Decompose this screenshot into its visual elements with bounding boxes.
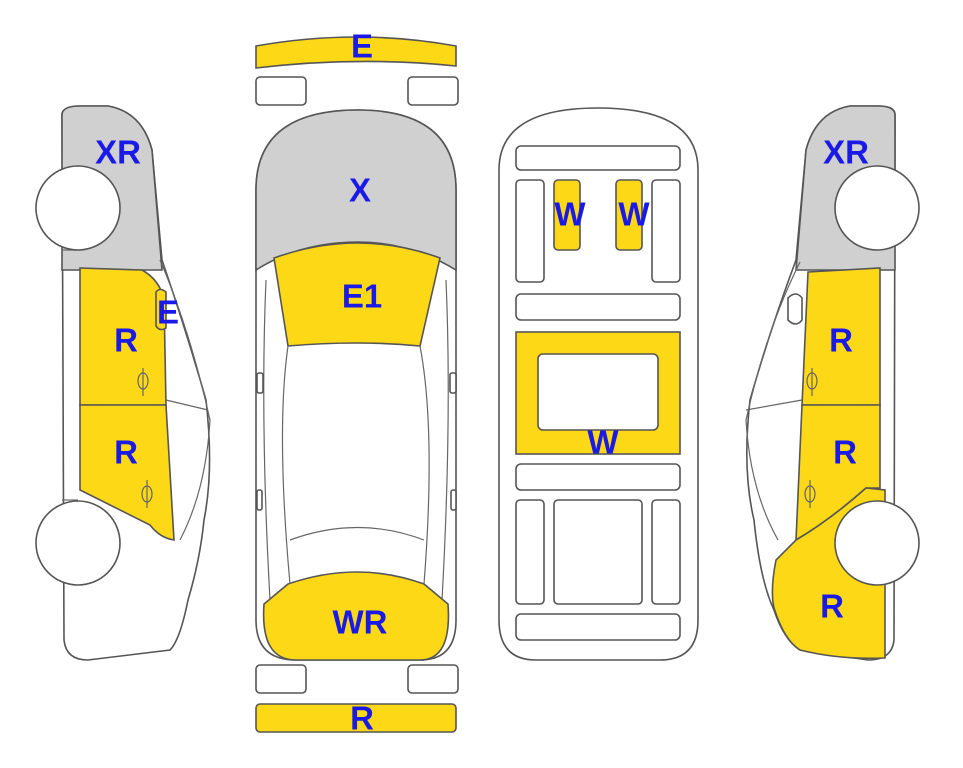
rear-right-pillar [651, 499, 681, 605]
left-window-line [165, 399, 209, 411]
sunroof-panel [537, 353, 659, 431]
right-window-line-2 [745, 261, 801, 541]
label-left-mirror: E [157, 294, 179, 331]
label-left-rear-door: R [114, 434, 138, 471]
front-seat-left [553, 179, 581, 251]
right-rear-handle-icon [804, 480, 816, 508]
top-right-door-line [419, 345, 430, 585]
top-right-pillar-line [441, 279, 449, 601]
top-left-door-line [281, 345, 291, 585]
front-cross-panel [515, 293, 681, 321]
label-right-front-door: R [829, 322, 853, 359]
rear-bumper-panel [255, 703, 457, 733]
right-window-line [745, 399, 803, 411]
right-side-view [745, 105, 920, 661]
label-roof-seat-right: W [618, 196, 650, 233]
left-front-handle-icon [137, 368, 149, 396]
label-windshield: E1 [342, 278, 382, 315]
left-front-door-panel [79, 267, 167, 406]
label-rear-bumper: R [350, 700, 374, 737]
label-right-quarter: R [820, 588, 844, 625]
right-front-wheel [834, 165, 920, 251]
right-mirror [787, 293, 803, 325]
label-left-fender: XR [95, 134, 141, 171]
left-rear-wheel [35, 500, 121, 586]
label-right-rear-door: R [833, 434, 857, 471]
left-taillight [255, 664, 307, 694]
label-roof-center: W [587, 424, 619, 461]
rear-window-panel [262, 571, 450, 661]
right-taillight [407, 664, 459, 694]
front-bumper-panel [255, 36, 457, 69]
label-rear-window: WR [333, 604, 388, 641]
left-side-view [35, 105, 211, 661]
left-front-wheel [35, 165, 121, 251]
top-left-mirror [256, 372, 264, 394]
label-right-fender: XR [823, 134, 869, 171]
damage-labels: E X E1 WR R W W W XR E R R XR R R R [95, 28, 869, 737]
rear-cross-panel [515, 463, 681, 491]
left-mirror-panel [155, 288, 167, 331]
label-hood: X [349, 172, 371, 209]
rear-seat-panel [553, 499, 643, 605]
left-window-line-2 [159, 259, 211, 541]
front-seat-right [615, 179, 643, 251]
interior-view [498, 107, 699, 661]
label-front-bumper: E [351, 28, 373, 65]
trunk-panel [515, 613, 681, 641]
right-rear-wheel [834, 500, 920, 586]
right-front-handle-icon [806, 368, 818, 396]
left-rear-door-panel [79, 404, 175, 541]
top-view [255, 36, 459, 733]
right-headlight [407, 76, 459, 106]
rear-left-pillar [515, 499, 545, 605]
left-headlight [255, 76, 307, 106]
top-right-mirror [449, 372, 457, 394]
label-roof-seat-left: W [554, 196, 586, 233]
top-left-handle [256, 489, 263, 511]
right-front-pillar [651, 179, 681, 283]
top-rear-glass-line [289, 526, 425, 541]
dash-panel [515, 145, 681, 171]
top-right-handle [450, 489, 457, 511]
windshield-panel [273, 242, 441, 347]
left-rear-handle-icon [141, 480, 153, 508]
label-left-front-door: R [114, 322, 138, 359]
left-front-pillar [515, 179, 545, 283]
top-left-pillar-line [263, 279, 271, 601]
